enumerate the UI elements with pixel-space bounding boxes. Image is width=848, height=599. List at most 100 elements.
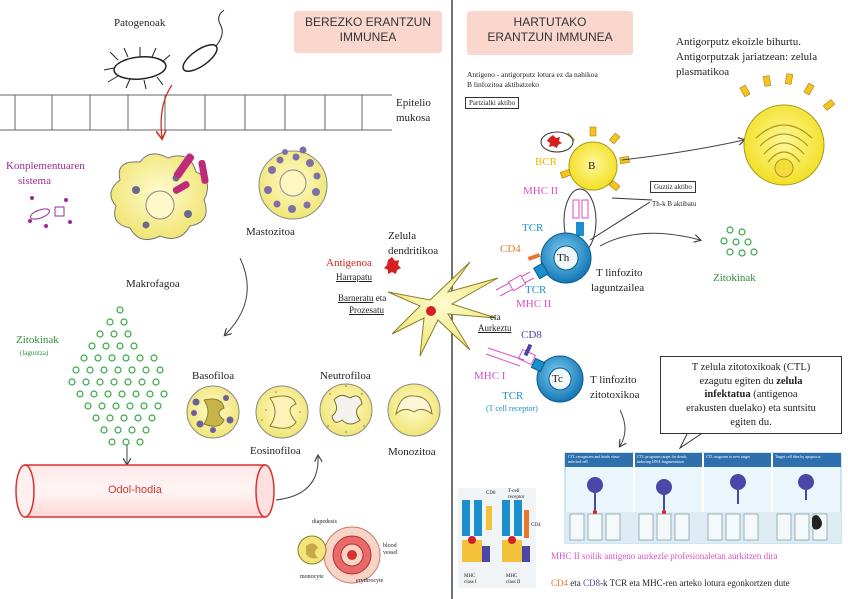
bcr-label: BCR	[535, 156, 558, 168]
cd-footnote-rest: -k TCR eta MHC-ren arteko lotura egonkor…	[600, 578, 790, 588]
inset-mhc2-label-2: class II	[506, 580, 521, 585]
ctl-panel-1-caption: CTL recognizes and binds virus-infected …	[568, 454, 621, 464]
b-cell-label: B	[588, 160, 596, 172]
cytokine-cluster-left	[68, 306, 168, 446]
antigen-label: Antigenoa	[326, 257, 372, 269]
ctl-line-2: ezagutu egiten du zelula	[667, 375, 835, 389]
plasma-note-2: Antigorputzak jariatzean: zelula	[676, 51, 818, 63]
ctl-panel-3-caption: CTL migrates to new target	[706, 454, 750, 459]
inset-tcell-label: T-cell	[508, 489, 520, 494]
mast-cell	[258, 146, 328, 220]
adaptive-title-line1: HARTUTAKO	[513, 15, 587, 29]
binding-note-2: B linfozitoa aktibatzeko	[467, 80, 540, 89]
cytokines-right-label: Zitokinak	[713, 272, 756, 284]
tc-arrow	[620, 409, 625, 446]
ctl-callout: T zelula zitotoxikoak (CTL) ezagutu egit…	[660, 356, 842, 435]
antigen-particle	[384, 257, 401, 274]
inset-blood-label: blood	[383, 543, 397, 549]
cytotoxic-label-1: T linfozito	[590, 374, 637, 386]
basophil-label: Basofiloa	[192, 370, 235, 382]
mhc2-dendritic-contact	[495, 271, 535, 297]
cytokines-left-sub: (laguntza)	[20, 349, 49, 357]
tcr-receptor-label: (T cell receptor)	[486, 404, 538, 413]
inset-mhc1-label-1: MHC	[464, 574, 476, 579]
digested-label: Barneratu eta	[338, 293, 386, 303]
b-to-plasma-arrow	[621, 140, 744, 161]
tcr-lower-label: TCR	[502, 390, 524, 402]
innate-title: BEREZKO ERANTZUN IMMUNEA	[294, 11, 442, 53]
tc-cell	[485, 343, 584, 403]
inset-cd8-label: CD8	[486, 491, 496, 496]
plasma-cell	[739, 73, 836, 186]
blood-vessel-label: Odol-hodia	[108, 484, 162, 496]
ctl-line-5: egiten du.	[730, 416, 772, 428]
adaptive-title-line2: ERANTZUN IMMUNEA	[487, 30, 613, 44]
mhc2-footnote: MHC II soilik antigeno aurkezle profesio…	[551, 551, 778, 561]
eosinophil-label: Eosinofiloa	[250, 445, 301, 457]
mhc2-upper-label: MHC II	[523, 185, 559, 197]
monocyte-label: Monozitoa	[388, 446, 436, 458]
inset-monocyte-label: monocyte	[300, 574, 324, 580]
captured-text: Harrapatu	[336, 272, 372, 282]
monocyte-cell	[387, 383, 441, 437]
innate-title-line1: BEREZKO ERANTZUN	[304, 15, 431, 29]
tcr-mid-label: TCR	[525, 284, 547, 296]
epithelium	[0, 94, 392, 131]
tc-cell-label: Tc	[552, 373, 563, 385]
blood-vessel	[15, 464, 275, 518]
cd8-label: CD8	[521, 329, 542, 341]
vessel-arrow	[275, 456, 318, 501]
cytokines-left-label: Zitokinak	[16, 334, 59, 346]
and-label-2: eta	[490, 312, 501, 322]
and-text-1: eta	[375, 293, 387, 303]
partial-active-box: Partzialki aktibo	[465, 97, 520, 109]
presented-text: Aurkeztu	[478, 323, 512, 333]
th-activates-b-label: Th-k B aktibatu	[652, 200, 697, 208]
innate-title-line2: IMMUNEA	[339, 30, 397, 44]
cd-footnote-and: eta	[568, 578, 584, 588]
pathogen-bacteria	[103, 9, 225, 90]
helper-label-1: T linfozito	[596, 267, 643, 279]
mhc2-lower-label: MHC II	[516, 298, 552, 310]
inset-diapedesis-label: diapedesis	[312, 519, 337, 525]
complement-shapes	[28, 196, 72, 228]
ctl-line-2b: zelula	[776, 375, 803, 387]
dendritic-label-1: Zelula	[388, 230, 417, 242]
cd4-label: CD4	[500, 243, 521, 255]
inset-receptor-label: receptor	[508, 495, 525, 500]
pathogen-arrow	[161, 84, 173, 138]
complement-label-2: sistema	[18, 175, 51, 187]
ctl-line-2a: ezagutu egiten du	[699, 375, 777, 387]
macrophage-cell	[110, 153, 209, 241]
ctl-line-3: infektatua (antigenoa	[667, 388, 835, 402]
helper-label-2: laguntzailea	[591, 282, 645, 294]
ctl-panel-strip	[564, 452, 842, 544]
basophil-cell	[186, 385, 240, 439]
neutrophil-cell	[319, 383, 373, 437]
adaptive-title: HARTUTAKO ERANTZUN IMMUNEA	[467, 11, 633, 55]
macrophage-label: Makrofagoa	[126, 278, 180, 290]
processed-text: Prozesatu	[349, 305, 384, 315]
mhc1-label: MHC I	[474, 370, 506, 382]
fully-active-line	[611, 197, 653, 201]
inset-mhc1-label-2: class I	[464, 580, 477, 585]
ctl-line-1: T zelula zitotoxikoak (CTL)	[691, 362, 811, 373]
th-to-cytokine-arrow	[599, 232, 700, 247]
epithelium-label-1: Epitelio	[396, 97, 431, 109]
receptor-inset	[458, 488, 536, 588]
cytotoxic-label-2: zitotoxikoa	[590, 389, 640, 401]
diapedesis-inset	[297, 526, 381, 584]
processed-label: Prozesatu	[349, 305, 384, 315]
fully-active-box: Guztiz aktibo	[650, 181, 696, 193]
eosinophil-cell	[255, 385, 309, 439]
inset-cd4-label: CD4	[531, 523, 541, 528]
cytokine-cluster-right	[720, 226, 758, 257]
cd-footnote-cd8: CD8	[583, 578, 601, 588]
digested-text: Barneratu	[338, 293, 374, 303]
th-cell	[527, 232, 592, 284]
inset-erythrocyte-label: erythrocyte	[356, 578, 384, 584]
cd-footnote: CD4 eta CD8-k TCR eta MHC-ren arteko lot…	[551, 578, 790, 588]
ctl-line-3a: infektatua	[704, 389, 751, 401]
